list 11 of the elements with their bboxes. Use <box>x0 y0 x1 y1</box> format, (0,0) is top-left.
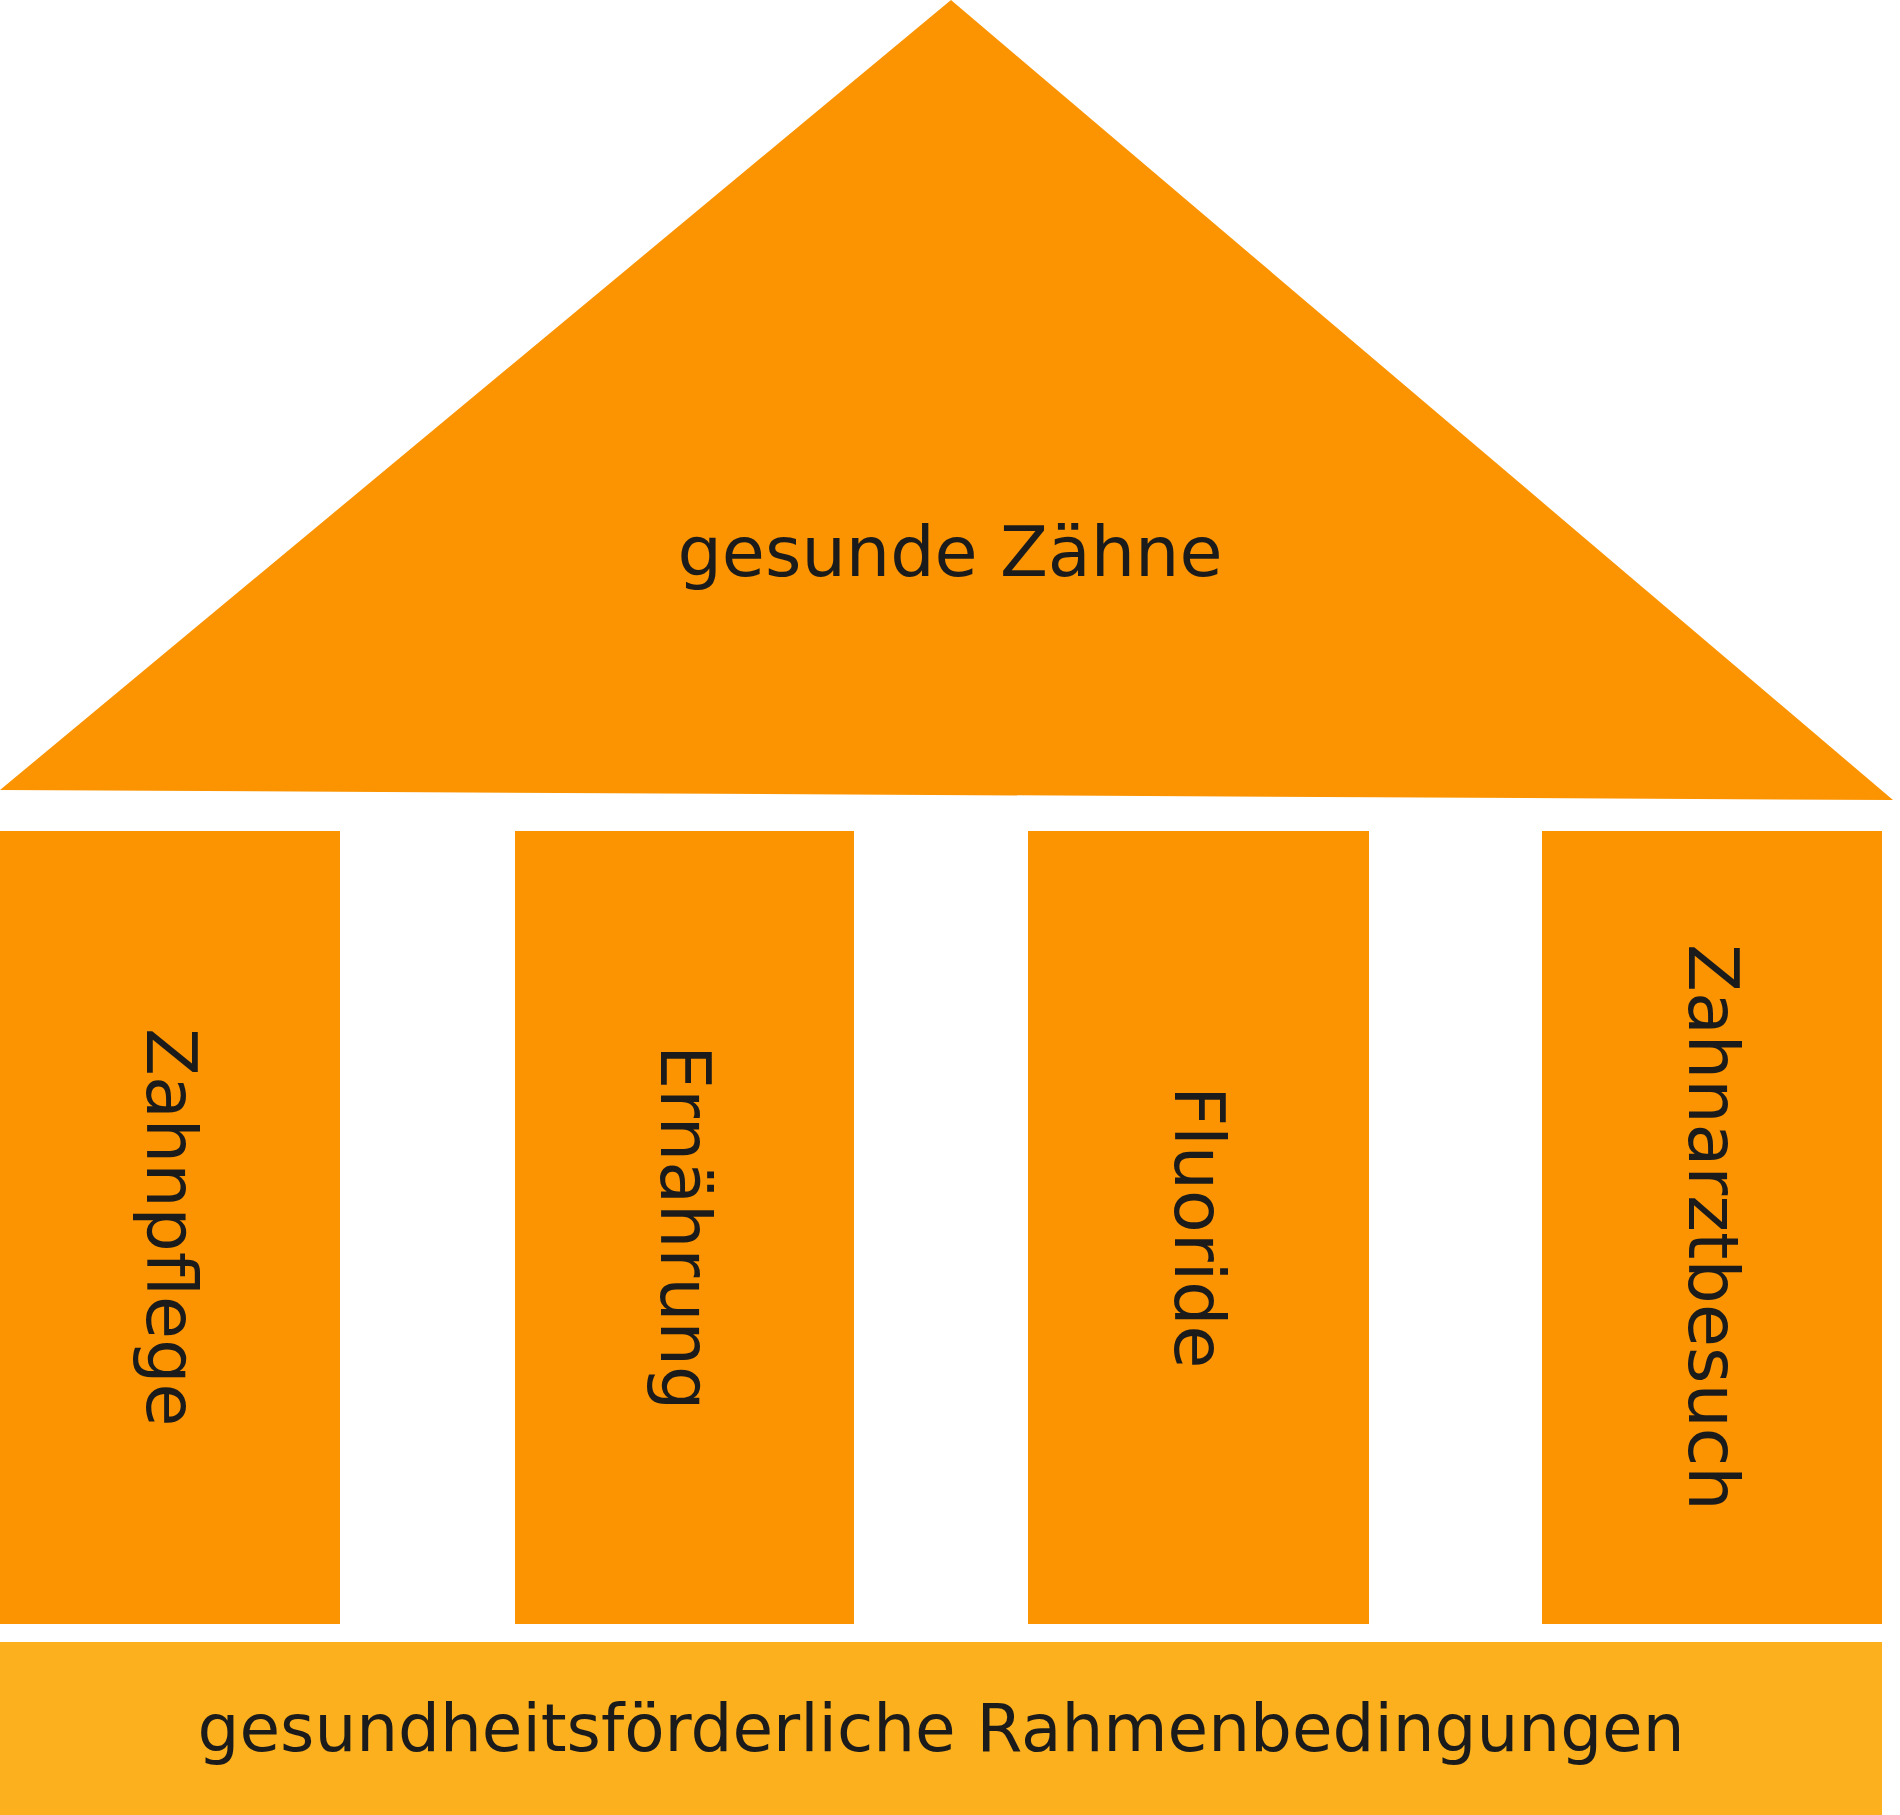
foundation-label: gesundheitsförderliche Rahmenbedingungen <box>197 1690 1685 1767</box>
pillar-label: Zahnpflege <box>131 1028 209 1427</box>
roof-label: gesunde Zähne <box>676 510 1224 594</box>
pillar-label: Ernährung <box>646 1044 723 1411</box>
pillar <box>0 831 340 1624</box>
pillar <box>515 831 854 1624</box>
pillar <box>1028 831 1369 1624</box>
foundation-bar <box>0 1642 1882 1815</box>
pillar-label: Zahnarztbesuch <box>1673 944 1751 1511</box>
pillar <box>1542 831 1882 1624</box>
pillar-label: Fluoride <box>1160 1086 1237 1369</box>
